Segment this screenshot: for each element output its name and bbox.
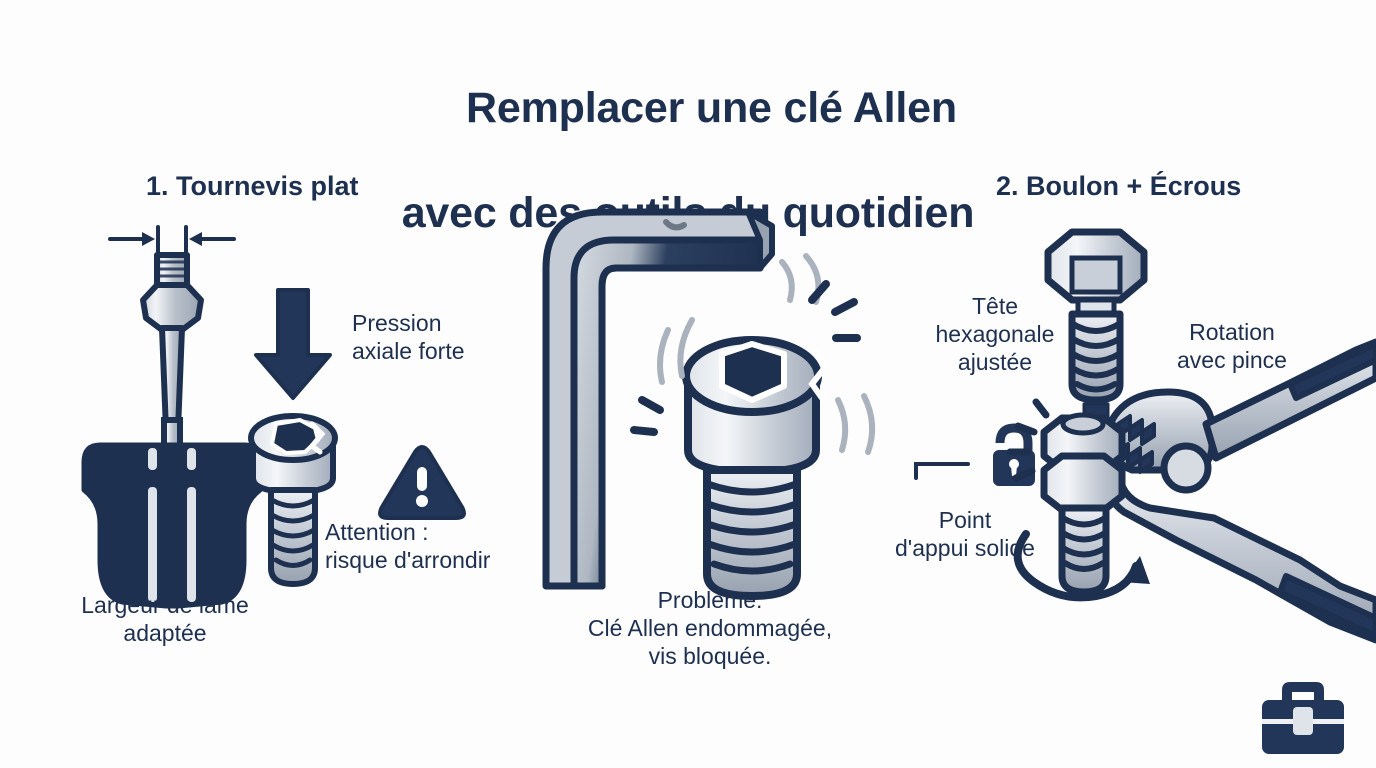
- label-warning-rounding: Attention : risque d'arrondir: [325, 519, 491, 574]
- section-heading-screwdriver: 1. Tournevis plat: [146, 171, 359, 201]
- damaged-allen-key: [542, 208, 775, 590]
- label-solid-grip-point: Point d'appui solide: [895, 507, 1035, 562]
- dimension-arrows-icon: [108, 225, 236, 254]
- section-heading-bolt-nuts: 2. Boulon + Écrous: [996, 171, 1242, 201]
- flat-head-screwdriver: [81, 252, 263, 609]
- slip-joint-pliers: [1102, 338, 1376, 644]
- title-line-1: Remplacer une clé Allen: [466, 84, 957, 133]
- hex-head-bolt: [1044, 228, 1148, 404]
- label-axial-pressure: Pression axiale forte: [352, 310, 465, 365]
- motion-arcs: [657, 317, 876, 455]
- label-rotation-pliers: Rotation avec pince: [1177, 319, 1287, 374]
- toolbox-icon: [1262, 682, 1344, 754]
- impact-sparks-left: [630, 396, 664, 436]
- double-hex-nuts: [1040, 412, 1126, 596]
- impact-sparks: [808, 280, 861, 342]
- leader-line: [914, 462, 970, 480]
- down-arrow-icon: [254, 288, 332, 400]
- rotation-arrow-icon: [1013, 530, 1150, 602]
- label-problem-statement: Problème: Clé Allen endommagée, vis bloq…: [587, 587, 833, 670]
- label-hex-head-fit: Tête hexagonale ajustée: [935, 293, 1055, 376]
- warning-triangle-icon: [378, 445, 466, 520]
- socket-head-screw: [682, 336, 830, 600]
- rounded-socket-screw: [248, 413, 338, 587]
- grip-sparks: [1006, 398, 1050, 482]
- label-blade-width: Largeur de lame adaptée: [81, 592, 249, 647]
